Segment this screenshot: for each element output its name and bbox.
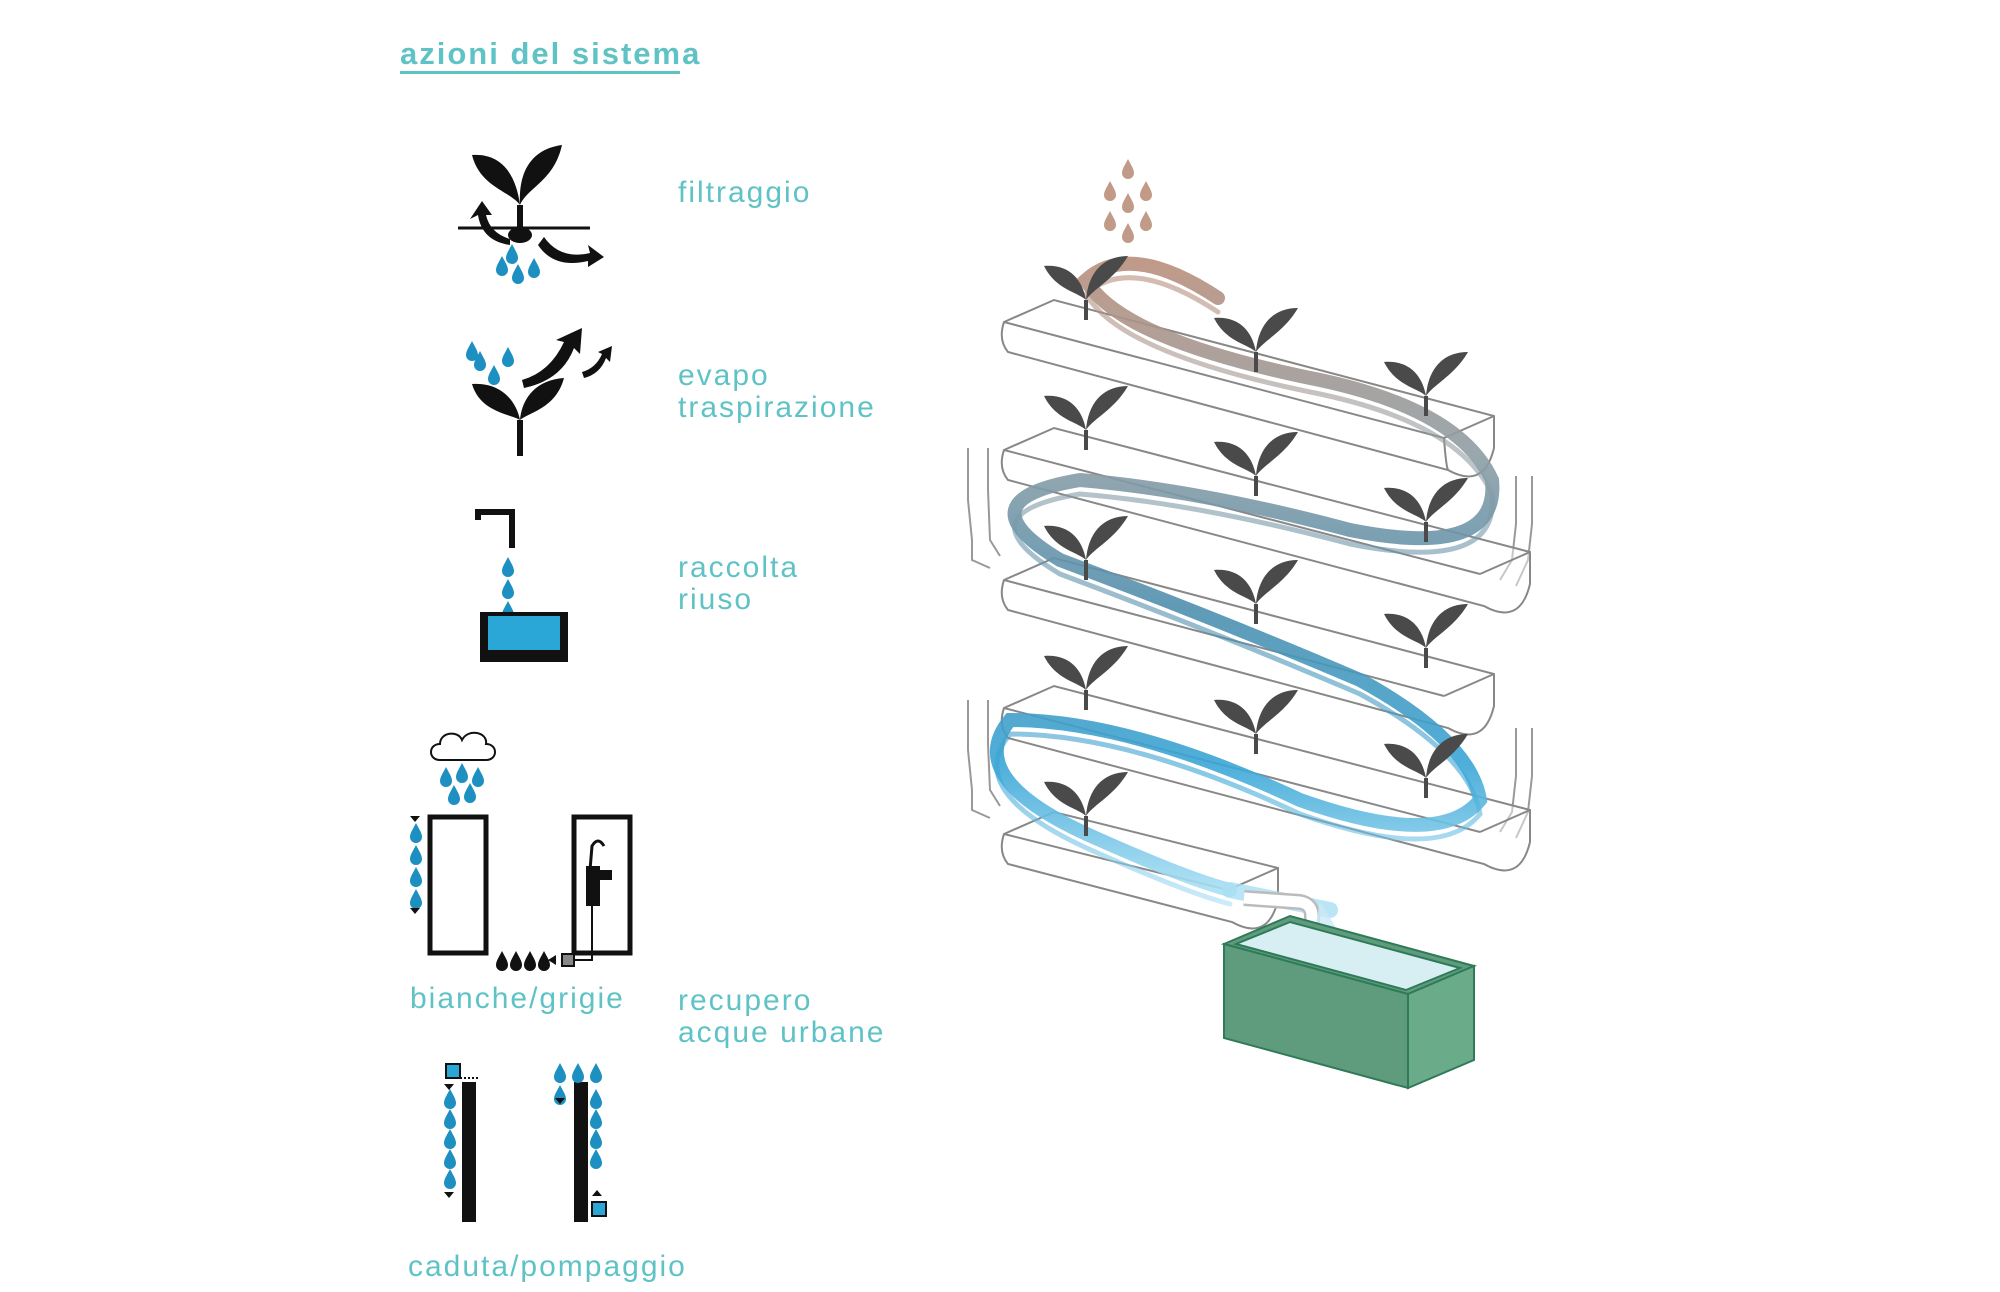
label-filtraggio: filtraggio	[678, 177, 811, 209]
title-underline	[400, 71, 680, 74]
label-caduta-pompaggio: caduta/pompaggio	[408, 1251, 687, 1283]
label-line: traspirazione	[678, 391, 876, 424]
label-raccolta-riuso: raccolta riuso	[678, 552, 799, 616]
label-line: recupero	[678, 984, 813, 1017]
grey-water-column-icon	[496, 814, 633, 971]
rainwater-cloud-icon	[430, 731, 496, 805]
white-water-column-icon	[410, 814, 489, 956]
gutter-row	[1000, 298, 1495, 478]
collection-reuse-icon	[475, 509, 568, 662]
label-line: riuso	[678, 583, 754, 616]
evapotranspiration-icon	[466, 328, 612, 456]
label-line: bianche/grigie	[410, 982, 625, 1015]
storage-tank	[1220, 914, 1478, 1090]
label-line: caduta/pompaggio	[408, 1250, 687, 1283]
label-line: filtraggio	[678, 176, 812, 209]
label-bianche-grigie: bianche/grigie	[410, 983, 625, 1015]
filtration-icon	[458, 145, 604, 284]
side-pipes	[967, 448, 1533, 839]
label-recupero: recupero acque urbane	[678, 985, 886, 1049]
rain-drops	[1104, 159, 1152, 243]
label-line: acque urbane	[678, 1016, 886, 1049]
label-evapotraspirazione: evapo traspirazione	[678, 360, 876, 424]
label-line: evapo	[678, 359, 770, 392]
vertical-garden-diagram	[967, 159, 1533, 1090]
section-title: azioni del sistema	[400, 36, 702, 71]
label-line: raccolta	[678, 551, 800, 584]
pump-lift-icon	[554, 1063, 607, 1222]
gravity-fall-icon	[444, 1063, 480, 1222]
